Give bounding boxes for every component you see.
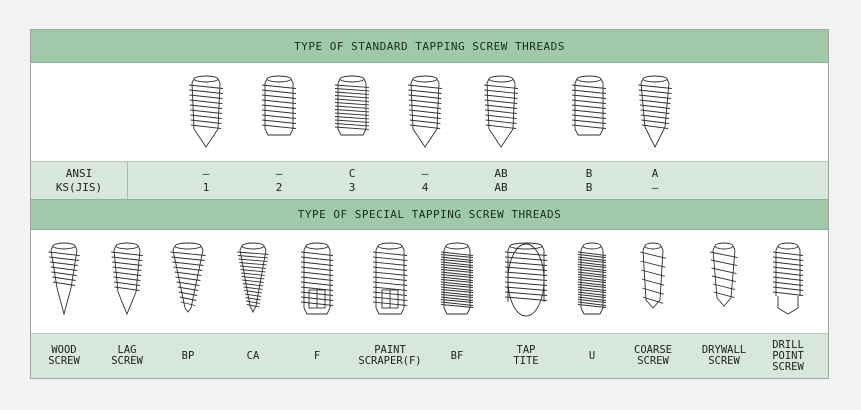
- special-labels-row: WOOD SCREW LAG SCREW BP CA F PAINT SCRAPER(F)…: [31, 333, 828, 378]
- ansi-code: –: [202, 167, 210, 180]
- standard-threads-title: TYPE OF STANDARD TAPPING SCREW THREADS: [31, 30, 828, 63]
- standard-code-column: –1: [186, 162, 226, 195]
- ks-jis-code: AB: [494, 181, 508, 194]
- u-screw-icon: [577, 242, 607, 315]
- ansi-code: –: [275, 167, 283, 180]
- sharp-point-screw-icon: [638, 75, 672, 149]
- f-screw-icon: [300, 242, 334, 315]
- special-screw-label: DRILL POINT SCREW: [772, 338, 804, 373]
- bf-screw-icon: [440, 242, 474, 315]
- blunt-fine-screw-icon: [334, 75, 370, 136]
- ansi-row-label: ANSI: [65, 167, 93, 180]
- bp-screw-icon: [170, 242, 206, 313]
- tapered-point-screw-icon: [189, 75, 223, 148]
- tap-tite-screw-icon: [504, 242, 548, 317]
- tapered-point-screw-icon: [484, 75, 518, 148]
- tapered-point-screw-icon: [408, 75, 442, 148]
- special-screw-label: LAG SCREW: [111, 344, 143, 367]
- ansi-code: B: [585, 167, 593, 180]
- standard-screw-drawings-row: [31, 63, 828, 161]
- standard-code-column: –2: [259, 162, 299, 195]
- ca-screw-icon: [237, 242, 269, 314]
- special-screw-label: DRYWALL SCREW: [701, 344, 747, 367]
- special-screw-drawings-row: [31, 230, 828, 333]
- ks-jis-code: 2: [275, 181, 283, 194]
- lag-screw-icon: [111, 242, 143, 316]
- ansi-code: –: [421, 167, 429, 180]
- ks-jis-code: B: [585, 181, 593, 194]
- standard-code-column: –4: [405, 162, 445, 195]
- ks-jis-code: 4: [421, 181, 429, 194]
- wood-screw-icon: [48, 242, 80, 316]
- ansi-code: AB: [494, 167, 508, 180]
- ansi-code: C: [348, 167, 356, 180]
- special-screw-label: U: [588, 349, 596, 362]
- coarse-screw-icon: [640, 242, 666, 309]
- special-screw-label: BF: [450, 349, 464, 362]
- ks-jis-code: 3: [348, 181, 356, 194]
- screw-thread-table: TYPE OF STANDARD TAPPING SCREW THREADS A…: [30, 29, 829, 379]
- drywall-screw-icon: [710, 242, 738, 307]
- standard-code-column: A–: [635, 162, 675, 195]
- ks-jis-code: 1: [202, 181, 210, 194]
- drill-point-screw-icon: [772, 242, 804, 315]
- special-threads-title: TYPE OF SPECIAL TAPPING SCREW THREADS: [31, 199, 828, 230]
- special-screw-label: COARSE SCREW: [634, 344, 672, 367]
- blunt-point-screw-icon: [571, 75, 607, 136]
- special-screw-label: TAP TITE: [513, 344, 539, 367]
- special-screw-label: PAINT SCRAPER(F): [358, 344, 422, 367]
- special-screw-label: WOOD SCREW: [48, 344, 80, 367]
- ks-jis-code: –: [651, 181, 659, 194]
- ansi-code: A: [651, 167, 659, 180]
- paint-scraper-screw-icon: [372, 242, 408, 315]
- special-screw-label: CA: [246, 349, 260, 362]
- special-screw-label: BP: [181, 349, 195, 362]
- ks-jis-row-label: KS(JIS): [55, 181, 103, 194]
- standard-row-headers: ANSI KS(JIS): [31, 162, 128, 199]
- blunt-point-screw-icon: [261, 75, 297, 136]
- special-screw-label: F: [313, 349, 321, 362]
